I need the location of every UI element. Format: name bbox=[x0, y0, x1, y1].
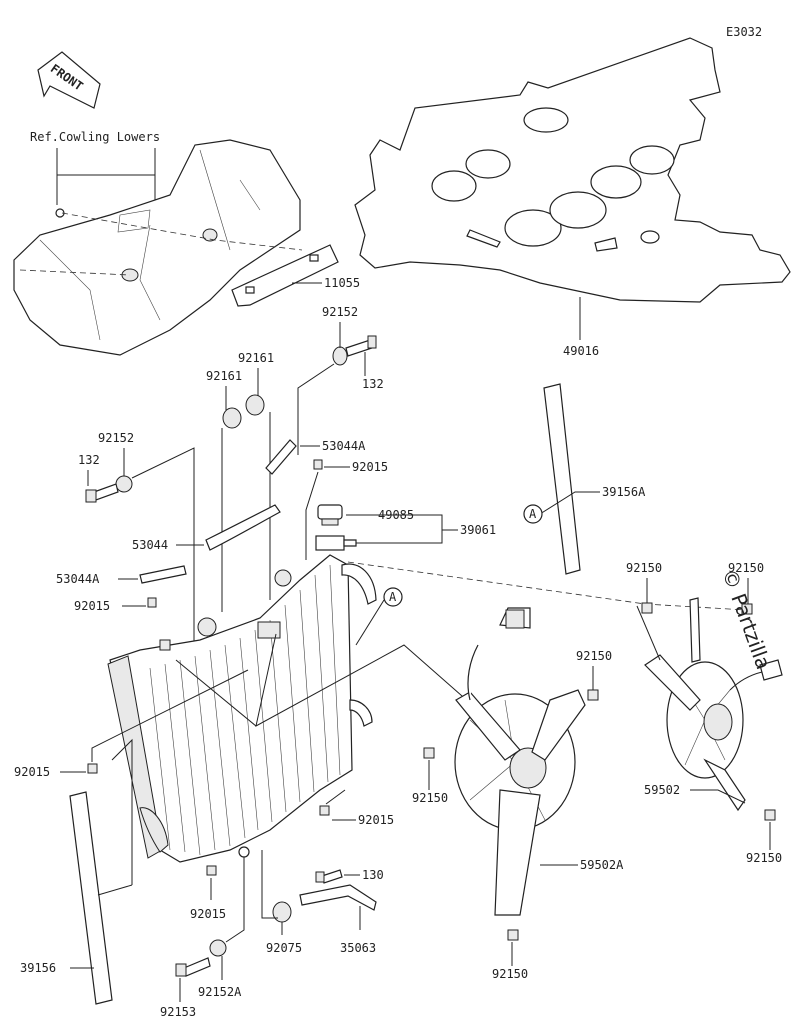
label-92161-b: 92161 bbox=[206, 369, 242, 383]
callout-a-label-1: A bbox=[389, 590, 397, 604]
label-35063: 35063 bbox=[340, 941, 376, 955]
cowling-lower bbox=[13, 139, 301, 356]
watermark: © Partzilla bbox=[717, 566, 776, 673]
washer-92152A bbox=[209, 939, 227, 957]
label-59502: 59502 bbox=[644, 783, 680, 797]
filler-neck-39061 bbox=[315, 535, 357, 551]
hose-53044A-top bbox=[265, 439, 297, 475]
label-49016: 49016 bbox=[563, 344, 599, 358]
label-92150-a: 92150 bbox=[626, 561, 662, 575]
label-53044A-left: 53044A bbox=[56, 572, 100, 586]
label-92075: 92075 bbox=[266, 941, 302, 955]
ref-leader bbox=[56, 148, 156, 213]
hose-53044A-left bbox=[139, 565, 187, 584]
label-53044A-top: 53044A bbox=[322, 439, 366, 453]
label-59502A: 59502A bbox=[580, 858, 624, 872]
bolt-130 bbox=[315, 869, 343, 884]
seal-39156A bbox=[543, 383, 581, 575]
bolt-92153 bbox=[175, 957, 211, 977]
fan-59502 bbox=[644, 597, 783, 812]
label-92015-bottom: 92015 bbox=[190, 907, 226, 921]
label-39156: 39156 bbox=[20, 961, 56, 975]
bolt-92150-c bbox=[587, 689, 599, 701]
label-92150-c: 92150 bbox=[576, 649, 612, 663]
radiator-cap-49085 bbox=[317, 504, 343, 526]
bolt-92150-e bbox=[764, 809, 776, 821]
align-line-fan bbox=[347, 561, 747, 611]
diagram-code: E3032 bbox=[726, 25, 762, 39]
label-92153: 92153 bbox=[160, 1005, 196, 1019]
hose-53044 bbox=[205, 504, 281, 551]
mount-hole bbox=[238, 846, 250, 858]
sheet-49016 bbox=[354, 37, 791, 303]
label-92015-top: 92015 bbox=[352, 460, 388, 474]
callout-a-label-2: A bbox=[529, 507, 537, 521]
label-92015-right: 92015 bbox=[358, 813, 394, 827]
clip-92015-mid bbox=[87, 763, 98, 774]
clip-92015-right bbox=[319, 805, 330, 816]
callout-a-radiator bbox=[383, 587, 403, 607]
bolt-92150-d bbox=[423, 747, 435, 759]
label-39061: 39061 bbox=[460, 523, 496, 537]
clip-92015-bottom bbox=[206, 865, 217, 876]
washer-92152-left bbox=[115, 475, 133, 493]
ref-note: Ref.Cowling Lowers bbox=[30, 130, 160, 144]
align-line-cowl-2 bbox=[19, 269, 131, 276]
label-53044: 53044 bbox=[132, 538, 168, 552]
label-92152A: 92152A bbox=[198, 985, 242, 999]
label-92152-top: 92152 bbox=[322, 305, 358, 319]
label-92152-left: 92152 bbox=[98, 431, 134, 445]
label-92150-e: 92150 bbox=[746, 851, 782, 865]
grommet-92161-a bbox=[245, 394, 265, 416]
bolt-132-left bbox=[85, 483, 119, 503]
label-132-left: 132 bbox=[78, 453, 100, 467]
bolt-132-top bbox=[332, 335, 377, 366]
radiator bbox=[107, 554, 377, 863]
bolt-92150-b bbox=[741, 603, 753, 615]
clip-92015-top bbox=[313, 459, 323, 470]
seal-39156 bbox=[69, 791, 113, 1005]
label-92150-f: 92150 bbox=[492, 967, 528, 981]
grommet-92161-b bbox=[222, 407, 242, 429]
label-92161-a: 92161 bbox=[238, 351, 274, 365]
callout-a-seal bbox=[523, 504, 543, 524]
label-39156A: 39156A bbox=[602, 485, 646, 499]
bracket-35063 bbox=[299, 884, 377, 911]
label-92150-b: 92150 bbox=[728, 561, 764, 575]
label-132-top: 132 bbox=[362, 377, 384, 391]
grommet-92075 bbox=[272, 901, 292, 923]
label-11055: 11055 bbox=[324, 276, 360, 290]
clip-92015-left bbox=[147, 597, 157, 608]
label-92150-d: 92150 bbox=[412, 791, 448, 805]
label-92015-left: 92015 bbox=[74, 599, 110, 613]
bolt-92150-f bbox=[507, 929, 519, 941]
front-arrow-icon: FRONT bbox=[37, 51, 101, 109]
fan-59502A bbox=[454, 607, 586, 916]
bolt-92150-a bbox=[641, 602, 653, 614]
label-130: 130 bbox=[362, 868, 384, 882]
align-line-cowl bbox=[61, 212, 303, 251]
label-92015-mid: 92015 bbox=[14, 765, 50, 779]
